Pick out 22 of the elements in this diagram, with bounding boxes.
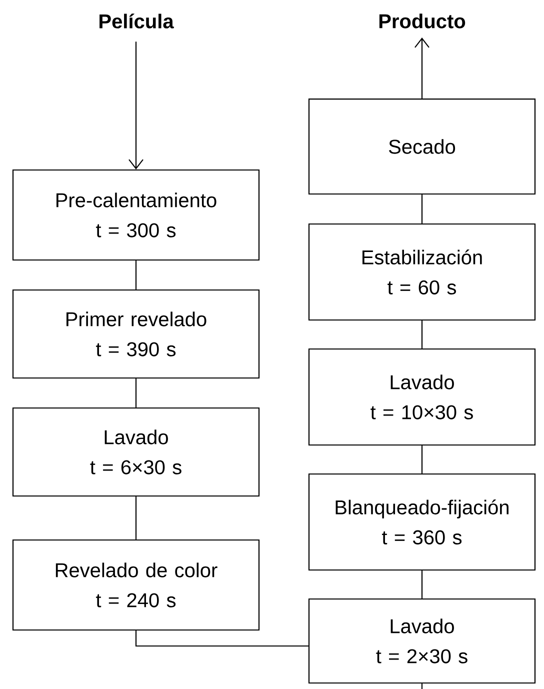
- process-box: Blanqueado-fijación t = 360 s: [308, 473, 536, 571]
- connector-line: [135, 496, 137, 540]
- connector-line: [135, 260, 137, 290]
- process-box: Estabilización t = 60 s: [308, 223, 536, 321]
- process-box: Secado: [308, 98, 536, 195]
- connector-line: [421, 684, 423, 689]
- arrow: [414, 38, 430, 98]
- connector-line: [421, 446, 423, 474]
- flow-label: Producto: [379, 14, 466, 28]
- process-box: Revelado de color t = 240 s: [12, 539, 260, 631]
- connector-line: [421, 320, 423, 348]
- connector-line: [421, 570, 423, 598]
- process-box: Lavado t = 6×30 s: [12, 407, 260, 497]
- process-box: Pre-calentamiento t = 300 s: [12, 169, 260, 261]
- arrow: [128, 42, 144, 170]
- process-box: Lavado t = 2×30 s: [308, 598, 536, 684]
- process-box: Lavado t = 10×30 s: [308, 348, 536, 446]
- connector-line: [135, 630, 308, 647]
- process-box: Primer revelado t = 390 s: [12, 289, 260, 379]
- connector-line: [421, 194, 423, 224]
- connector-line: [135, 378, 137, 408]
- flow-label: Película: [100, 14, 174, 28]
